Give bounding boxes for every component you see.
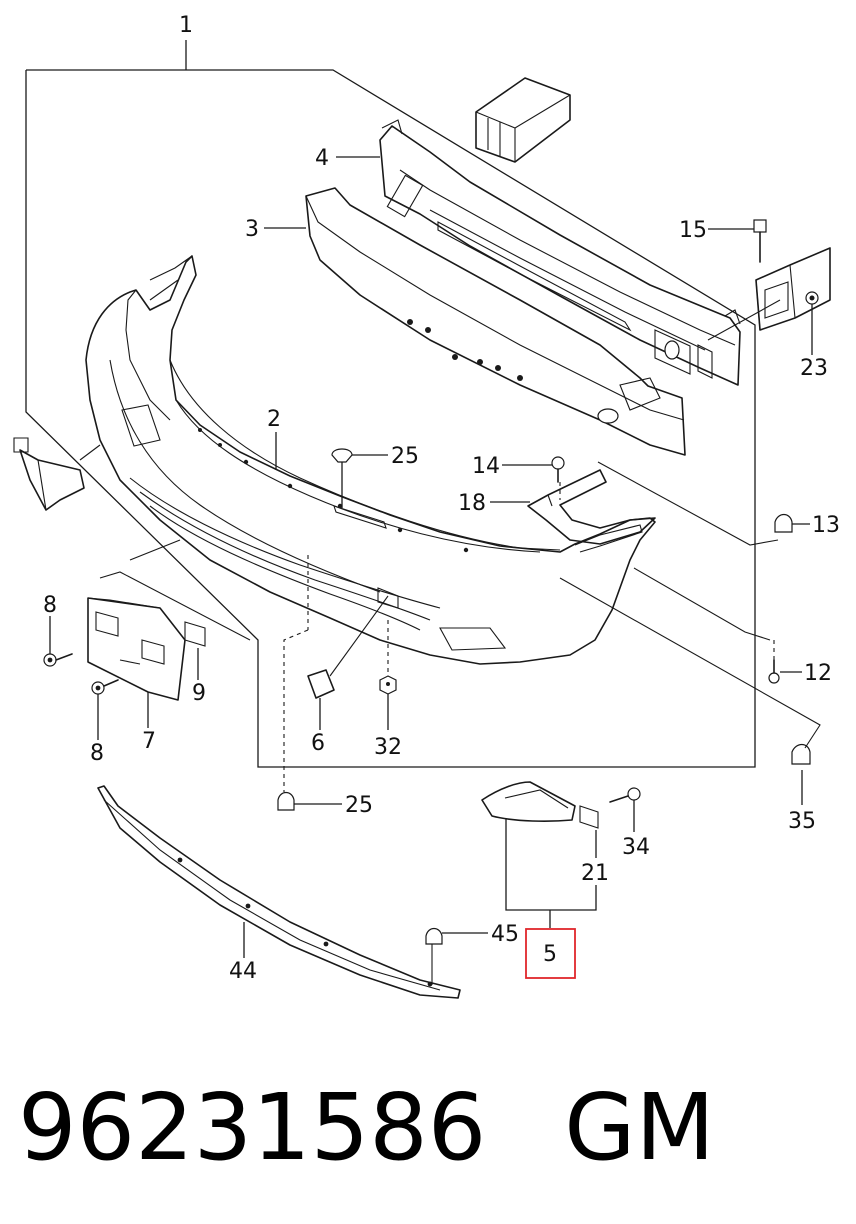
callout-34: 34 [622, 835, 650, 860]
callout-2: 2 [267, 407, 281, 432]
fastener-34 [609, 787, 641, 803]
highlight-box [525, 928, 576, 979]
energy-absorber [305, 187, 686, 456]
fastener-35 [791, 743, 811, 765]
callout-25-lower: 25 [345, 793, 373, 818]
callout-32: 32 [374, 735, 402, 760]
callout-8-lower: 8 [90, 741, 104, 766]
bumper-fascia [85, 255, 656, 665]
callout-35: 35 [788, 809, 816, 834]
lower-air-deflector [97, 785, 461, 999]
fastener-25-lower [277, 791, 295, 811]
callout-44: 44 [229, 959, 257, 984]
callout-6: 6 [311, 731, 325, 756]
fastener-12 [768, 659, 780, 684]
fastener-13 [774, 513, 793, 533]
reinforcement-beam [379, 119, 741, 386]
callout-4: 4 [315, 146, 329, 171]
callout-45: 45 [491, 922, 519, 947]
callout-15: 15 [679, 218, 707, 243]
fog-lamp [481, 781, 599, 829]
fastener-45 [425, 927, 443, 945]
callout-5: 5 [543, 942, 557, 967]
part-number-footer: 96231586 GM [18, 1068, 838, 1188]
callout-21: 21 [581, 861, 609, 886]
fastener-8-lower [91, 679, 119, 695]
callout-14: 14 [472, 454, 500, 479]
fastener-25-upper [331, 448, 353, 463]
license-plate-bracket [87, 597, 206, 701]
fastener-14 [551, 456, 565, 483]
callout-25-upper: 25 [391, 444, 419, 469]
part-number: 96231586 [18, 1074, 487, 1181]
callout-labels: 1 4 3 15 23 2 25 14 18 13 8 12 9 7 6 32 … [43, 13, 840, 984]
fastener-15 [753, 219, 767, 263]
callout-8-upper: 8 [43, 593, 57, 618]
fastener-32 [379, 675, 397, 695]
leader-lines [49, 156, 821, 985]
fastener-23 [805, 291, 819, 305]
callout-1: 1 [179, 13, 193, 38]
callout-7: 7 [142, 729, 156, 754]
side-support-bracket [527, 469, 656, 545]
callout-12: 12 [804, 661, 832, 686]
assembly-frame [25, 40, 756, 768]
callout-3: 3 [245, 217, 259, 242]
callout-9: 9 [192, 681, 206, 706]
callout-23: 23 [800, 356, 828, 381]
cap [307, 669, 335, 699]
fastener-8-upper [43, 653, 73, 667]
frame-bracket [475, 77, 831, 331]
brand-name: GM [564, 1074, 715, 1181]
callout-13: 13 [812, 513, 840, 538]
callout-18: 18 [458, 491, 486, 516]
corner-bracket [13, 437, 85, 511]
